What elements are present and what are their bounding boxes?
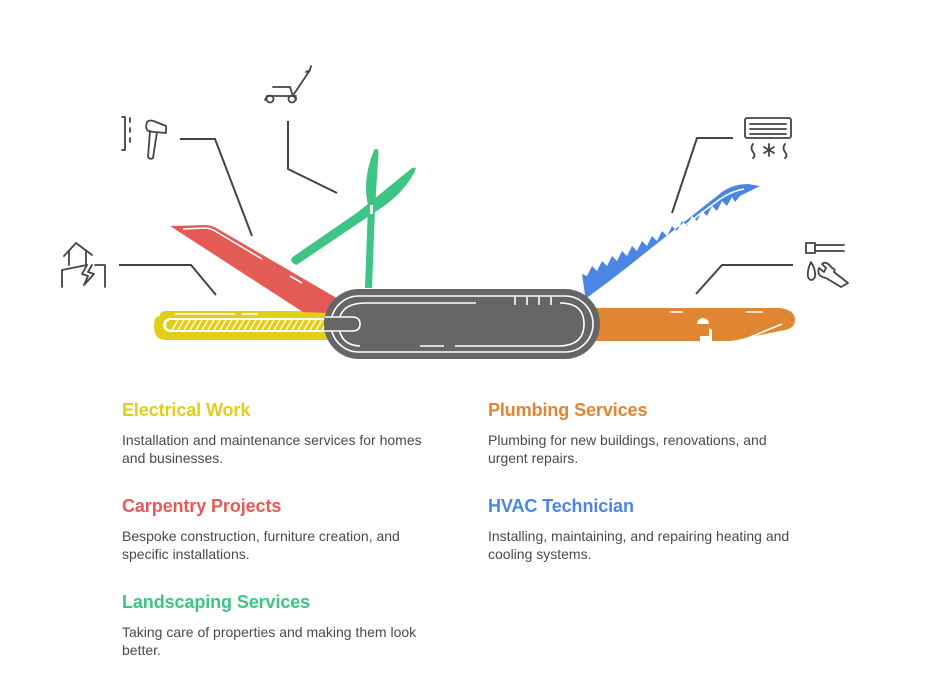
service-description-plumbing: Plumbing for new buildings, renovations,… (488, 432, 767, 466)
knife-handle (324, 289, 600, 359)
bottle-opener (590, 308, 795, 341)
service-plumbing: Plumbing Services Plumbing for new build… (488, 399, 808, 467)
hammer-icon (121, 116, 167, 160)
file-tool (154, 311, 363, 340)
connector-carpentry (180, 138, 253, 237)
house-lightning-icon (61, 242, 106, 288)
service-title-landscaping: Landscaping Services (122, 592, 311, 612)
service-hvac: HVAC Technician Installing, maintaining,… (488, 495, 808, 563)
connector-hvac (671, 137, 733, 214)
connector-plumbing (695, 264, 793, 295)
knife-blade (170, 225, 340, 313)
connector-lines (119, 121, 793, 296)
saw-blade (582, 184, 760, 303)
connector-electrical (119, 264, 217, 296)
service-landscaping: Landscaping Services Taking care of prop… (122, 591, 442, 659)
service-description-electrical: Installation and maintenance services fo… (122, 432, 422, 466)
service-title-hvac: HVAC Technician (488, 496, 634, 516)
faucet-wrench-icon (805, 242, 849, 288)
service-carpentry: Carpentry Projects Bespoke construction,… (122, 495, 442, 563)
service-description-carpentry: Bespoke construction, furniture creation… (122, 528, 400, 562)
service-title-carpentry: Carpentry Projects (122, 496, 282, 516)
service-description-hvac: Installing, maintaining, and repairing h… (488, 528, 790, 562)
service-electrical: Electrical Work Installation and mainten… (122, 399, 442, 467)
scissors (291, 148, 416, 288)
air-conditioner-icon (744, 117, 792, 159)
service-description-landscaping: Taking care of properties and making the… (122, 624, 417, 658)
connector-landscaping (287, 121, 338, 194)
service-title-electrical: Electrical Work (122, 400, 251, 420)
service-title-plumbing: Plumbing Services (488, 400, 648, 420)
lawn-mower-icon (264, 65, 312, 104)
